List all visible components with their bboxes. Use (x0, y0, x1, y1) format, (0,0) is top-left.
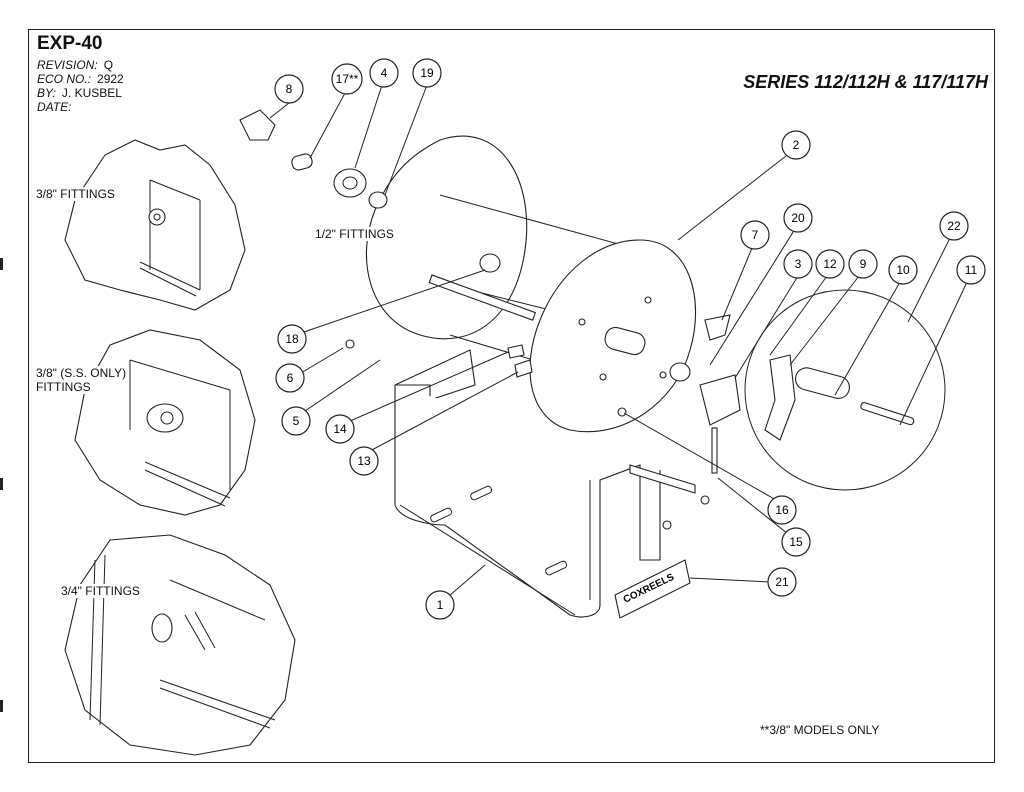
by-row: BY: J. KUSBEL (37, 86, 122, 100)
svg-text:5: 5 (293, 414, 300, 428)
crank-arm (764, 354, 796, 441)
fitting-stub (151, 613, 173, 643)
crank-hub (699, 374, 741, 426)
callout-11: 11 (956, 255, 986, 285)
drawing-border (28, 29, 995, 763)
svg-text:1: 1 (437, 598, 444, 612)
svg-text:14: 14 (333, 422, 347, 436)
date-label: DATE: (37, 100, 72, 114)
date-row: DATE: (37, 100, 77, 114)
reel-assembly (365, 135, 697, 433)
svg-text:16: 16 (775, 503, 789, 517)
callout-22: 22 (939, 211, 969, 241)
callout-19: 19 (412, 58, 442, 88)
label-3-4-fittings: 3/4" FITTINGS (61, 584, 140, 598)
callout-21: 21 (767, 567, 797, 597)
hub-bushing (479, 253, 501, 273)
revision-label: REVISION: (37, 58, 98, 72)
margin-tick (0, 700, 3, 712)
svg-text:20: 20 (791, 211, 805, 225)
nameplate: COXREELS (614, 559, 691, 619)
footnote: **3/8" MODELS ONLY (760, 723, 880, 737)
by-label: BY: (37, 86, 56, 100)
svg-text:10: 10 (896, 263, 910, 277)
callouts: 8 17** 4 19 2 7 20 3 12 9 10 22 11 18 6 … (274, 58, 986, 620)
svg-text:18: 18 (285, 332, 299, 346)
callout-17: 17** (331, 63, 363, 95)
svg-text:7: 7 (752, 228, 759, 242)
callout-8: 8 (274, 74, 304, 104)
callout-5: 5 (281, 406, 311, 436)
handle-sleeve (794, 367, 850, 399)
swivel-parts (239, 109, 915, 530)
crank-detail-circle (744, 289, 946, 491)
svg-text:2: 2 (793, 138, 800, 152)
eco-label: ECO NO.: (37, 72, 92, 86)
svg-text:9: 9 (860, 257, 867, 271)
callout-10: 10 (888, 255, 918, 285)
eco-value: 2922 (97, 72, 124, 86)
svg-text:12: 12 (823, 257, 837, 271)
revision-value: Q (103, 58, 114, 72)
lock-pin (711, 427, 718, 474)
eco-row: ECO NO.: 2922 (37, 72, 124, 86)
callout-6: 6 (275, 363, 305, 393)
swivel-valve (239, 109, 276, 141)
callout-12: 12 (815, 249, 845, 279)
label-3-8-ss-line2: FITTINGS (36, 380, 91, 394)
knob (704, 314, 731, 341)
svg-text:15: 15 (789, 535, 803, 549)
margin-tick (0, 478, 3, 490)
label-3-8-ss-line1: 3/8" (S.S. ONLY) (36, 366, 127, 380)
fitting-boss (146, 403, 184, 433)
callout-20: 20 (783, 203, 813, 233)
svg-text:22: 22 (947, 219, 961, 233)
callout-16: 16 (767, 495, 797, 525)
svg-text:17**: 17** (336, 72, 359, 86)
callout-2: 2 (781, 130, 811, 160)
svg-text:11: 11 (965, 263, 978, 277)
svg-text:19: 19 (420, 66, 434, 80)
callout-3: 3 (783, 249, 813, 279)
revision-row: REVISION: Q (37, 58, 113, 72)
svg-text:13: 13 (357, 454, 371, 468)
margin-tick (0, 258, 3, 270)
bearing (333, 168, 367, 198)
reel-hub (604, 326, 646, 356)
callout-9: 9 (848, 249, 878, 279)
callout-18: 18 (277, 324, 307, 354)
svg-text:3: 3 (795, 257, 802, 271)
callout-15: 15 (781, 527, 811, 557)
series-title: SERIES 112/112H & 117/117H (743, 72, 988, 92)
label-1-2-fittings: 1/2" FITTINGS (315, 227, 394, 241)
label-3-8-fittings: 3/8" FITTINGS (36, 187, 115, 201)
callout-13: 13 (349, 446, 379, 476)
svg-text:6: 6 (287, 371, 294, 385)
svg-text:8: 8 (286, 82, 293, 96)
svg-text:4: 4 (381, 66, 388, 80)
callout-4: 4 (369, 58, 399, 88)
label-3-8-ss-fittings: 3/8" (S.S. ONLY) FITTINGS (36, 366, 127, 394)
detail-3-4-fittings (64, 534, 296, 756)
callout-7: 7 (740, 220, 770, 250)
detail-3-8-ss-fittings (74, 329, 256, 516)
document-id: EXP-40 (37, 33, 103, 54)
callout-1: 1 (425, 590, 455, 620)
by-value: J. KUSBEL (61, 86, 122, 100)
base-frame (394, 349, 696, 618)
detail-3-8-fittings (64, 139, 246, 311)
callout-14: 14 (325, 414, 355, 444)
fitting-port (148, 208, 166, 226)
svg-text:21: 21 (775, 575, 789, 589)
handle-pin (860, 402, 915, 426)
leader-lines (269, 84, 968, 597)
